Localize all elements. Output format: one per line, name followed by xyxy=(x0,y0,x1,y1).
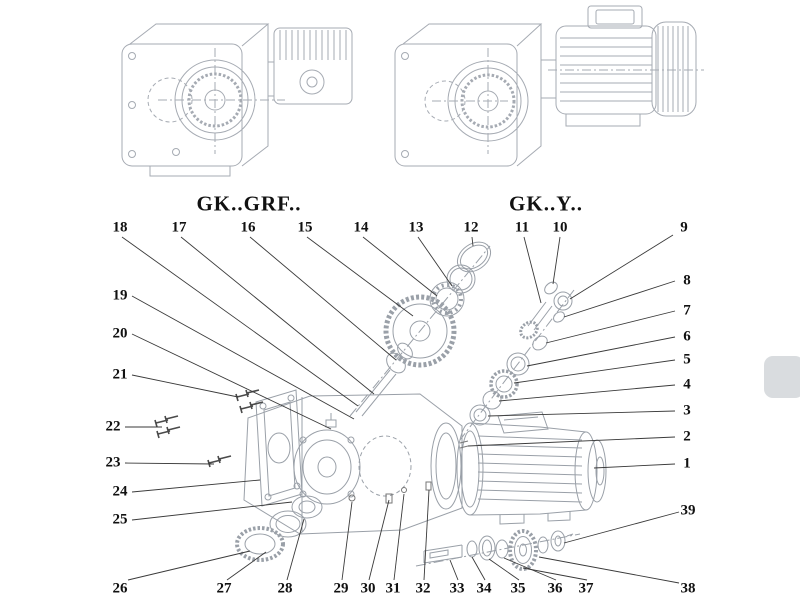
callout-33: 33 xyxy=(449,580,465,597)
callout-28: 28 xyxy=(277,580,293,597)
callout-6: 6 xyxy=(683,328,691,345)
callout-38: 38 xyxy=(680,580,696,597)
callout-35: 35 xyxy=(510,580,526,597)
callout-11: 11 xyxy=(514,219,530,236)
exploded-view-drawing xyxy=(235,241,607,571)
callout-37: 37 xyxy=(578,580,594,597)
callout-18: 18 xyxy=(112,219,128,236)
callout-20: 20 xyxy=(112,325,128,342)
callout-9: 9 xyxy=(680,219,688,236)
callout-16: 16 xyxy=(240,219,256,236)
callout-8: 8 xyxy=(683,272,691,289)
callout-25: 25 xyxy=(112,511,128,528)
callout-3: 3 xyxy=(683,402,691,419)
callout-14: 14 xyxy=(353,219,369,236)
callout-13: 13 xyxy=(408,219,424,236)
callout-5: 5 xyxy=(683,351,691,368)
callout-29: 29 xyxy=(333,580,349,597)
callout-1: 1 xyxy=(683,455,691,472)
leader-lines xyxy=(121,234,680,584)
callout-2: 2 xyxy=(683,428,691,445)
watermark-blob xyxy=(764,356,800,398)
callout-17: 17 xyxy=(171,219,187,236)
assembled-view-gkgrf-drawing xyxy=(121,23,353,177)
callout-19: 19 xyxy=(112,287,128,304)
callout-30: 30 xyxy=(360,580,376,597)
callout-27: 27 xyxy=(216,580,232,597)
callout-23: 23 xyxy=(105,454,121,471)
callout-15: 15 xyxy=(297,219,313,236)
callout-4: 4 xyxy=(683,376,691,393)
callout-39: 39 xyxy=(680,502,696,519)
callout-12: 12 xyxy=(463,219,479,236)
callout-26: 26 xyxy=(112,580,128,597)
callout-22: 22 xyxy=(105,418,121,435)
callout-34: 34 xyxy=(476,580,492,597)
variant-label-gk-y: GK..Y.. xyxy=(509,191,583,216)
assembled-view-gky-drawing xyxy=(394,5,704,167)
callout-31: 31 xyxy=(385,580,401,597)
callout-7: 7 xyxy=(683,302,691,319)
bolt-symbols xyxy=(154,389,264,468)
callout-24: 24 xyxy=(112,483,128,500)
callout-36: 36 xyxy=(547,580,563,597)
variant-label-gk-grf: GK..GRF.. xyxy=(196,191,302,216)
callout-10: 10 xyxy=(552,219,568,236)
callout-32: 32 xyxy=(415,580,431,597)
callout-21: 21 xyxy=(112,366,128,383)
